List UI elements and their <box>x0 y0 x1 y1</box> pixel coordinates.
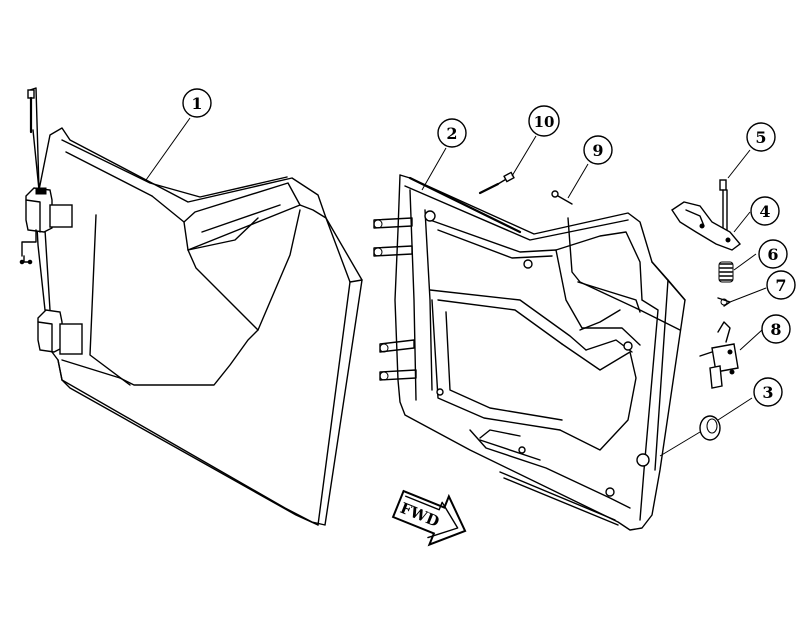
callout-7: 7 <box>766 270 796 300</box>
callout-6: 6 <box>758 239 788 269</box>
item-10-screw <box>478 171 515 195</box>
callout-10: 10 <box>528 105 560 137</box>
callout-3: 3 <box>753 377 783 407</box>
svg-text:2: 2 <box>446 124 457 143</box>
item-9-screw <box>551 190 573 205</box>
lower-hinge <box>37 309 83 355</box>
frame-bolt-holes <box>518 259 633 497</box>
callout-9: 9 <box>583 135 613 165</box>
svg-text:8: 8 <box>770 320 781 339</box>
leader-lines <box>145 117 767 457</box>
callout-2: 2 <box>437 118 467 148</box>
hinge-latch-rod <box>19 229 37 265</box>
frame-bumper-mount <box>636 453 650 467</box>
callout-1: 1 <box>182 88 212 118</box>
svg-text:4: 4 <box>759 202 770 221</box>
item-7-clip <box>717 297 731 307</box>
item-4-handle <box>671 201 742 251</box>
door-frame-inner <box>394 174 686 531</box>
svg-text:7: 7 <box>775 276 786 295</box>
item-3-bumper <box>699 415 721 441</box>
item-6-spring <box>718 261 734 283</box>
latch-linkage-rod <box>567 217 681 331</box>
callout-5: 5 <box>746 122 776 152</box>
door-panel-outer <box>29 87 363 526</box>
svg-text:5: 5 <box>755 128 766 147</box>
forward-direction-arrow: FWD <box>391 489 467 547</box>
upper-hinge <box>25 187 73 233</box>
frame-hinge-tabs <box>373 210 444 396</box>
svg-text:6: 6 <box>767 245 778 264</box>
svg-text:9: 9 <box>592 141 603 160</box>
svg-text:3: 3 <box>762 383 773 402</box>
callout-8: 8 <box>761 314 791 344</box>
callout-4: 4 <box>750 196 780 226</box>
svg-text:1: 1 <box>191 94 202 113</box>
item-8-latch <box>699 321 739 389</box>
svg-text:10: 10 <box>534 113 555 131</box>
